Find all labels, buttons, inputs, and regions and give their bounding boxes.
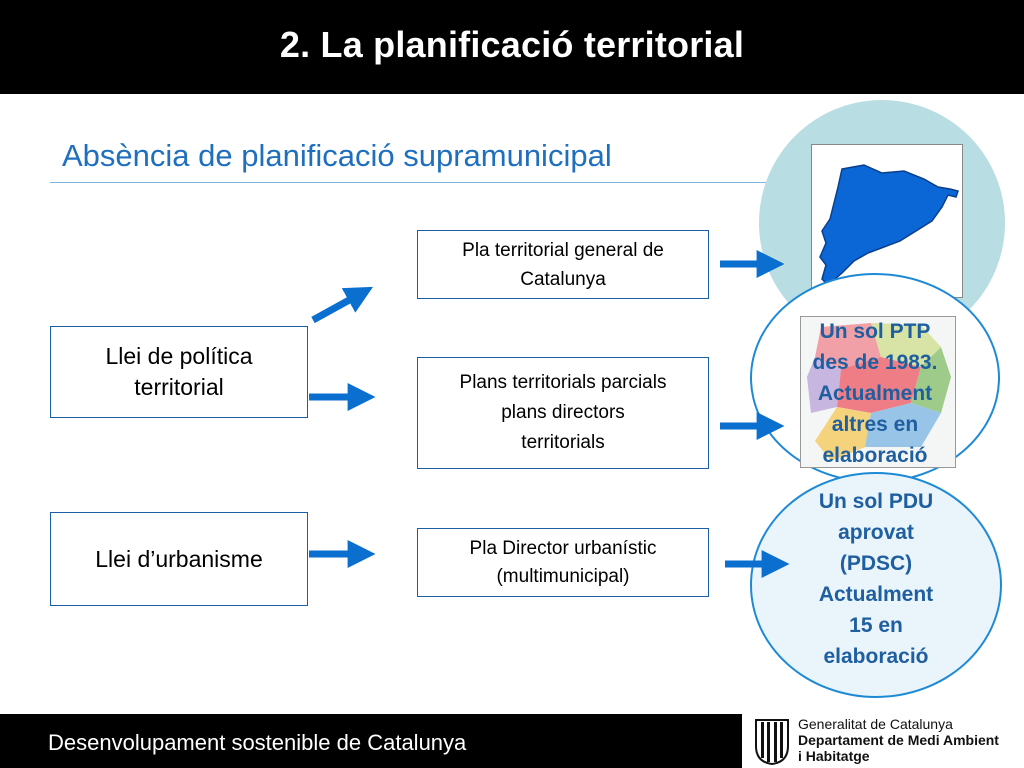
partial-plans-label: Plans territorials parcials plans direct… — [460, 368, 667, 458]
title-bar: 2. La planificació territorial — [0, 0, 1024, 94]
footer-bar: Desenvolupament sostenible de Catalunya — [0, 714, 742, 768]
pdu-line: aprovat — [838, 521, 914, 544]
ptp-line: Actualment — [817, 382, 933, 405]
regions-map-icon — [801, 317, 955, 467]
footer-text: Desenvolupament sostenible de Catalunya — [48, 730, 467, 755]
urban-plan-line: Pla Director urbanístic — [469, 537, 657, 559]
logo-line-3: i Habitatge — [798, 748, 870, 764]
slide-title: 2. La planificació territorial — [279, 24, 745, 65]
arrow-to-general-plan — [311, 286, 374, 324]
policy-law-label: Llei de política territorial — [105, 343, 253, 400]
pdu-line: (PDSC) — [839, 552, 913, 575]
logo-line-1: Generalitat de Catalunya — [798, 716, 953, 732]
ptp-line: des de 1983. — [812, 351, 938, 374]
catalonia-outline-icon — [819, 164, 959, 287]
pdu-line: Actualment — [818, 583, 934, 606]
urban-plan-line: (multimunicipal) — [496, 565, 630, 587]
partial-plans-line: Plans territorials parcials — [459, 372, 667, 393]
partial-plans-box: Plans territorials parcials plans direct… — [417, 357, 709, 469]
pdu-line: 15 en — [849, 614, 903, 637]
partial-plans-map — [800, 316, 956, 468]
pdu-circle — [750, 472, 1002, 698]
generalitat-emblem-icon — [755, 719, 789, 766]
section-subtitle: Absència de planificació supramunicipal — [62, 138, 612, 173]
pdu-line: elaboració — [823, 645, 929, 668]
ptp-line: Un sol PTP — [819, 320, 931, 343]
ptp-line: elaboració — [822, 444, 928, 467]
partial-plans-line: territorials — [521, 432, 605, 453]
urbanism-law-label: Llei d’urbanisme — [95, 545, 263, 572]
urban-plan-box: Pla Director urbanístic (multimunicipal) — [417, 528, 709, 597]
policy-law-box: Llei de política territorial — [50, 326, 308, 418]
subtitle-divider — [50, 182, 770, 183]
pdu-line: Un sol PDU — [818, 490, 934, 513]
ptp-line: altres en — [831, 413, 919, 436]
urban-plan-label: Pla Director urbanístic (multimunicipal) — [470, 535, 657, 591]
general-plan-box: Pla territorial general de Catalunya — [417, 230, 709, 299]
logo-line-2: Departament de Medi Ambient — [798, 732, 999, 748]
partial-plans-line: plans directors — [501, 402, 625, 423]
pdu-status-text: Un sol PDU aprovat (PDSC) Actualment 15 … — [792, 486, 960, 672]
general-plan-label: Pla territorial general de Catalunya — [462, 239, 664, 290]
ptp-status-text: Un sol PTP des de 1983. Actualment altre… — [790, 316, 960, 471]
urbanism-law-box: Llei d’urbanisme — [50, 512, 308, 606]
catalonia-map — [811, 144, 963, 298]
